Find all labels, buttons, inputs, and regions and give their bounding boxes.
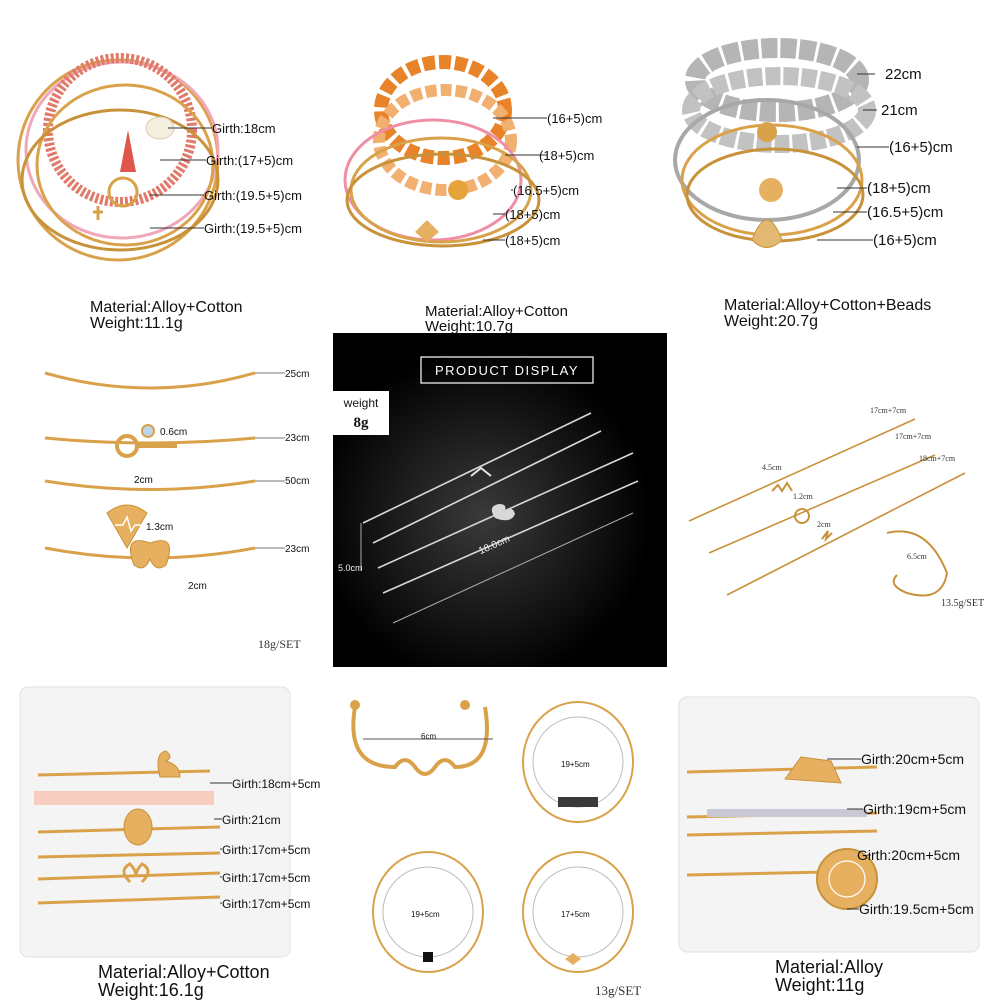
bracelet-set-7-image: Girth:18cm+5cm Girth:21cm Girth:17cm+5cm… [19,686,320,958]
product-panel-5: PRODUCT DISPLAY weight 8g 5.0cm 18.0cm [333,333,667,667]
p7-girth-label: Girth:17cm+5cm [222,871,310,885]
p8-dimension-label: 19+5cm [411,910,440,919]
p1-weight: Weight:11.1g [90,315,183,332]
p1-material: Material:Alloy+Cotton [90,299,243,316]
product-panel-9: Girth:20cm+5cm Girth:19cm+5cm Girth:20cm… [667,667,1000,1000]
p4-length-label: 50cm [285,476,309,487]
p1-girth-label: Girth:(19.5+5)cm [204,188,302,203]
p3-size-label: (18+5)cm [867,180,931,197]
p8-dimension-label: 6cm [421,732,436,741]
p7-girth-label: Girth:17cm+5cm [222,843,310,857]
p7-girth-label: Girth:17cm+5cm [222,897,310,911]
p7-weight: Weight:16.1g [98,980,204,1000]
bracelet-set-2-image: (16+5)cm (18+5)cm (16.5+5)cm (18+5)cm (1… [343,55,602,248]
p7-material: Material:Alloy+Cotton [98,962,270,982]
p3-size-label: (16.5+5)cm [867,204,943,221]
p2-size-label: (16.5+5)cm [513,183,579,198]
p6-length-label: 18cm+7cm [919,454,956,463]
p1-girth-label: Girth:(19.5+5)cm [204,221,302,236]
product-panel-2: (16+5)cm (18+5)cm (16.5+5)cm (18+5)cm (1… [333,0,667,333]
bracelet-set-4-image: 25cm 23cm 50cm 23cm 0.6cm 2cm 1.3cm 2cm … [44,369,309,651]
p4-length-label: 23cm [285,433,309,444]
product-panel-8: 6cm 19+5cm 19+5cm 17+5cm 13g/SET [333,667,667,1000]
p2-size-label: (18+5)cm [505,207,560,222]
p9-material: Material:Alloy [775,957,884,977]
p4-dimension-label: 2cm [188,581,207,592]
p9-girth-label: Girth:19cm+5cm [863,801,966,817]
p2-size-label: (18+5)cm [505,233,560,248]
p3-size-label: (16+5)cm [889,139,953,156]
p2-weight: Weight:10.7g [425,318,514,333]
product-panel-7: Girth:18cm+5cm Girth:21cm Girth:17cm+5cm… [0,667,333,1000]
p3-size-label: (16+5)cm [873,232,937,249]
p4-dimension-label: 0.6cm [160,427,187,438]
p3-size-label: 21cm [881,102,918,119]
p8-weight: 13g/SET [595,983,641,998]
p1-girth-label: Girth:(17+5)cm [206,153,293,168]
product-panel-6: 17cm+7cm 17cm+7cm 18cm+7cm 4.5cm 1.2cm 2… [667,333,1000,667]
p9-girth-label: Girth:20cm+5cm [857,847,960,863]
bracelet-set-5-image: PRODUCT DISPLAY weight 8g 5.0cm 18.0cm [333,333,667,667]
p9-weight: Weight:11g [775,975,865,995]
p6-dimension-label: 4.5cm [762,463,783,472]
bracelet-set-6-image: 17cm+7cm 17cm+7cm 18cm+7cm 4.5cm 1.2cm 2… [688,406,984,609]
p6-length-label: 17cm+7cm [870,406,907,415]
p3-size-label: 22cm [885,66,922,83]
p7-girth-label: Girth:21cm [222,813,281,827]
weight-label: weight [343,396,379,410]
p4-weight: 18g/SET [258,637,301,651]
p7-girth-label: Girth:18cm+5cm [232,777,320,791]
product-panel-1: Girth:18cm Girth:(17+5)cm Girth:(19.5+5)… [0,0,333,333]
product-display-banner [420,356,594,384]
p2-size-label: (16+5)cm [547,111,602,126]
p4-dimension-label: 2cm [134,475,153,486]
p3-weight: Weight:20.7g [724,313,818,330]
p9-girth-label: Girth:20cm+5cm [861,751,964,767]
bracelet-set-8-image: 6cm 19+5cm 19+5cm 17+5cm 13g/SET [350,700,641,998]
weight-value: 8g [354,415,370,431]
p1-girth-label: Girth:18cm [212,121,276,136]
p2-material: Material:Alloy+Cotton [425,303,568,320]
p4-length-label: 23cm [285,544,309,555]
p8-dimension-label: 17+5cm [561,910,590,919]
p5-dimension-label: 5.0cm [338,563,363,573]
p2-size-label: (18+5)cm [539,148,594,163]
bracelet-set-1-image: Girth:18cm Girth:(17+5)cm Girth:(19.5+5)… [16,53,302,262]
bracelet-set-3-image: 22cm 21cm (16+5)cm (18+5)cm (16.5+5)cm (… [673,38,953,249]
p3-material: Material:Alloy+Cotton+Beads [724,297,932,314]
p6-length-label: 17cm+7cm [895,432,932,441]
product-panel-3: 22cm 21cm (16+5)cm (18+5)cm (16.5+5)cm (… [667,0,1000,333]
p6-weight: 13.5g/SET [941,598,984,609]
p4-length-label: 25cm [285,369,309,380]
p4-dimension-label: 1.3cm [146,522,173,533]
p6-dimension-label: 1.2cm [793,492,814,501]
p8-dimension-label: 19+5cm [561,760,590,769]
product-display-title: PRODUCT DISPLAY [435,363,579,378]
p9-girth-label: Girth:19.5cm+5cm [859,901,974,917]
p6-dimension-label: 2cm [817,520,832,529]
bracelet-set-9-image: Girth:20cm+5cm Girth:19cm+5cm Girth:20cm… [678,696,980,953]
product-panel-4: 25cm 23cm 50cm 23cm 0.6cm 2cm 1.3cm 2cm … [0,333,333,667]
p6-dimension-label: 6.5cm [907,552,928,561]
